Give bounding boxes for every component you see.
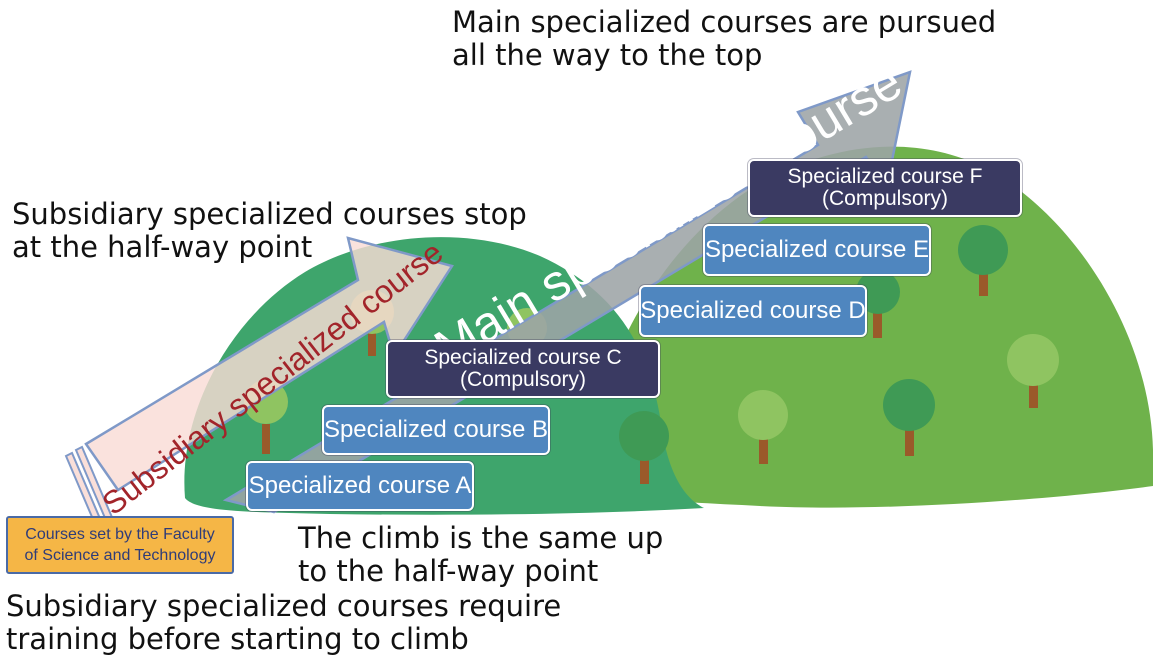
tree-icon — [958, 225, 1008, 296]
tree-icon — [1007, 334, 1059, 408]
caption-main-top: Main specialized courses are pursued all… — [452, 5, 997, 72]
faculty-courses-badge: Courses set by the Faculty of Science an… — [6, 516, 234, 574]
course-b-box: Specialized course B — [322, 405, 550, 455]
course-c-box: Specialized course C (Compulsory) — [386, 340, 660, 398]
caption-subsidiary-stop: Subsidiary specialized courses stop at t… — [12, 197, 527, 264]
tree-icon — [883, 379, 935, 456]
course-e-box: Specialized course E — [703, 224, 931, 276]
course-f-box: Specialized course F (Compulsory) — [748, 159, 1022, 217]
caption-climb-same: The climb is the same up to the half-way… — [298, 521, 664, 588]
caption-subsidiary-training: Subsidiary specialized courses require t… — [6, 589, 562, 656]
course-d-box: Specialized course D — [639, 285, 867, 337]
tree-icon — [619, 411, 669, 484]
tree-icon — [738, 390, 788, 464]
course-a-box: Specialized course A — [246, 461, 474, 511]
tree-icon — [856, 270, 900, 338]
